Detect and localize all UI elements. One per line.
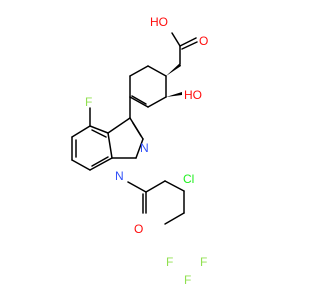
bond <box>181 41 198 50</box>
bond <box>171 32 181 47</box>
pyrazole-ring <box>107 117 144 159</box>
n1-label: N <box>115 169 124 183</box>
chlorine-label: Cl <box>183 172 194 186</box>
double-bond <box>91 156 109 167</box>
bond <box>89 125 109 134</box>
wedge-bond <box>166 92 182 97</box>
double-bond <box>131 95 147 105</box>
bond <box>89 157 113 171</box>
wedge-bond <box>166 63 181 76</box>
phenyl-ring <box>164 180 185 225</box>
bond <box>164 180 185 192</box>
bond <box>71 125 91 138</box>
cf3-fluorine-3-label: F <box>184 273 191 287</box>
double-bond <box>91 129 107 138</box>
bond <box>147 65 167 77</box>
bond <box>71 159 91 171</box>
indazole-fluorine-label: F <box>85 95 92 109</box>
bond <box>135 138 144 159</box>
bond <box>129 65 149 77</box>
cf3-fluorine-1-label: F <box>166 255 173 269</box>
molecule-canvas: O HO HO N N F O <box>71 15 208 287</box>
acid-hydroxyl-label: HO <box>150 15 168 29</box>
structure-diagram: O HO HO N N F O <box>71 15 208 287</box>
bond <box>107 117 131 134</box>
cf3-fluorine-2-label: F <box>200 255 207 269</box>
carbonyl-oxygen-label: O <box>199 34 208 48</box>
carboxylic-acid <box>171 32 198 65</box>
bond <box>145 180 166 193</box>
bond <box>164 212 185 225</box>
double-bond <box>132 122 142 137</box>
ring-hydroxyl-label: HO <box>184 88 202 102</box>
bond <box>129 96 149 108</box>
indazole-benzene-ring <box>71 125 113 171</box>
bond <box>107 132 113 159</box>
cyclohexene-ring <box>129 65 167 108</box>
amide-oxygen-label: O <box>134 222 143 236</box>
n2-label: N <box>140 141 149 155</box>
bond <box>127 181 147 193</box>
bond <box>147 96 167 108</box>
bond <box>179 37 197 47</box>
